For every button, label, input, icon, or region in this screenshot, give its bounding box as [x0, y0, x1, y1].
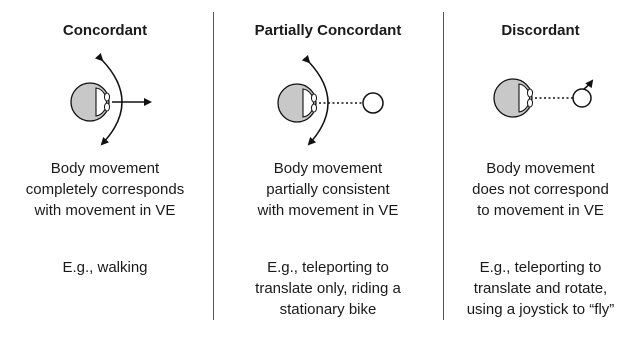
- column-description: Body movement partially consistent with …: [257, 160, 399, 219]
- column-description: Body movement completely corresponds wit…: [25, 160, 185, 219]
- rotation-arrow-icon: [301, 54, 329, 146]
- concordant-illustration: [70, 52, 152, 146]
- column-heading: Partially Concordant: [254, 22, 402, 39]
- column-heading: Concordant: [62, 22, 148, 39]
- concordant-column: Concordant Body movement completely corr…: [0, 0, 210, 339]
- target-circle-icon: [362, 92, 384, 114]
- column-divider: [443, 12, 444, 320]
- target-circle-icon: [571, 88, 592, 108]
- discordant-column: Discordant Body movement does not corres…: [446, 0, 635, 339]
- target-rotation-arrow-icon: [583, 79, 593, 90]
- partially-concordant-column: Partially Concordant Body movement parti…: [216, 0, 440, 339]
- column-heading: Discordant: [501, 22, 580, 39]
- column-example: E.g., teleporting to translate and rotat…: [466, 259, 615, 318]
- partially-concordant-illustration: [277, 54, 384, 146]
- column-example: E.g., teleporting to translate only, rid…: [255, 259, 401, 318]
- discordant-illustration: [492, 78, 593, 118]
- head-top-view-icon: [70, 82, 110, 122]
- column-divider: [213, 12, 214, 320]
- head-top-view-icon: [492, 78, 533, 118]
- column-example: E.g., walking: [62, 259, 148, 276]
- head-top-view-icon: [277, 83, 317, 123]
- column-description: Body movement does not correspond to mov…: [472, 160, 609, 219]
